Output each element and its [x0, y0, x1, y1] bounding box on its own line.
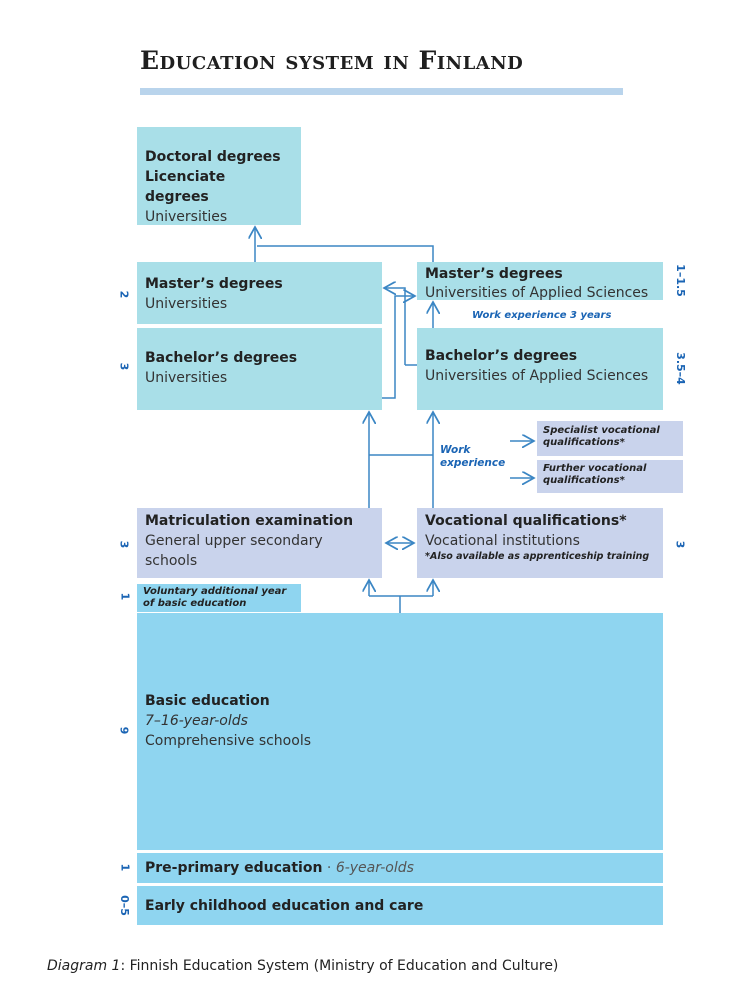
box-title: Master’s degrees [145, 276, 283, 292]
arrow-uas-master-to-univ-master [384, 288, 406, 365]
voluntary-year-box: Voluntary additional year of basic educa… [137, 584, 301, 612]
arrow-univ-bachelor-to-uas-master [382, 296, 415, 399]
bachelors-uas-box: Bachelor’s degrees Universities of Appli… [417, 328, 663, 410]
figure-caption: Diagram 1: Finnish Education System (Min… [47, 958, 558, 974]
doctoral-title: Doctoral degrees [145, 149, 281, 165]
matriculation-box: Matriculation examination General upper … [137, 508, 382, 578]
specialist-qualifications-box: Specialist vocational qualifications* [537, 421, 683, 456]
box-title: Master’s degrees [425, 266, 563, 282]
box-subtitle: Universities [145, 296, 228, 312]
masters-universities-box: Master’s degrees Universities [137, 262, 382, 324]
box-title: Bachelor’s degrees [145, 350, 298, 366]
box-subtitle: Comprehensive schools [145, 733, 311, 749]
bachelors-universities-box: Bachelor’s degrees Universities [137, 328, 382, 410]
work-experience-label: Work experience [440, 444, 506, 469]
box-subtitle: Universities [145, 370, 228, 386]
box-title: Vocational qualifications* [425, 513, 627, 529]
box-title: Bachelor’s degrees [425, 348, 578, 364]
box-title: Matriculation examination [145, 513, 354, 529]
further-qualifications-box: Further vocational qualifications* [537, 460, 683, 493]
masters-uas-box: Master’s degrees Universities of Applied… [417, 262, 663, 301]
apprenticeship-note: *Also available as apprenticeship traini… [425, 551, 650, 562]
licenciate-title: Licenciate degrees [145, 169, 226, 205]
diagram-title: Education system in Finland [140, 46, 524, 75]
doctoral-box: Doctoral degrees Licenciate degrees Univ… [137, 127, 301, 225]
box-subtitle: Universities of Applied Sciences [425, 285, 649, 301]
arrow-basic-to-secondary [369, 595, 433, 613]
age-range: 6-year-olds [335, 860, 414, 876]
box-subtitle: Vocational institutions [425, 533, 580, 549]
title-underline [140, 88, 623, 95]
vocational-box: Vocational qualifications* Vocational in… [417, 508, 663, 578]
box-title: Early childhood education and care [145, 898, 424, 914]
box-subtitle: General upper secondary schools [145, 533, 323, 569]
box-title: Pre-primary education [145, 860, 323, 876]
caption-label: Diagram 1 [47, 958, 121, 974]
work-experience-requirement: Work experience 3 years [472, 310, 612, 321]
caption-text: : Finnish Education System (Ministry of … [120, 958, 559, 974]
age-range: 7–16-year-olds [145, 713, 248, 729]
box-title: Basic education [145, 693, 270, 709]
arrow-uas-to-doctoral [257, 245, 434, 262]
early-childhood-box: Early childhood education and care [137, 886, 663, 925]
basic-education-box: Basic education 7–16-year-olds Comprehen… [137, 613, 663, 850]
separator: · [322, 860, 336, 876]
preprimary-box: Pre-primary education · 6-year-olds [137, 853, 663, 883]
box-subtitle: Universities of Applied Sciences [425, 368, 649, 384]
doctoral-institution: Universities [145, 209, 228, 225]
